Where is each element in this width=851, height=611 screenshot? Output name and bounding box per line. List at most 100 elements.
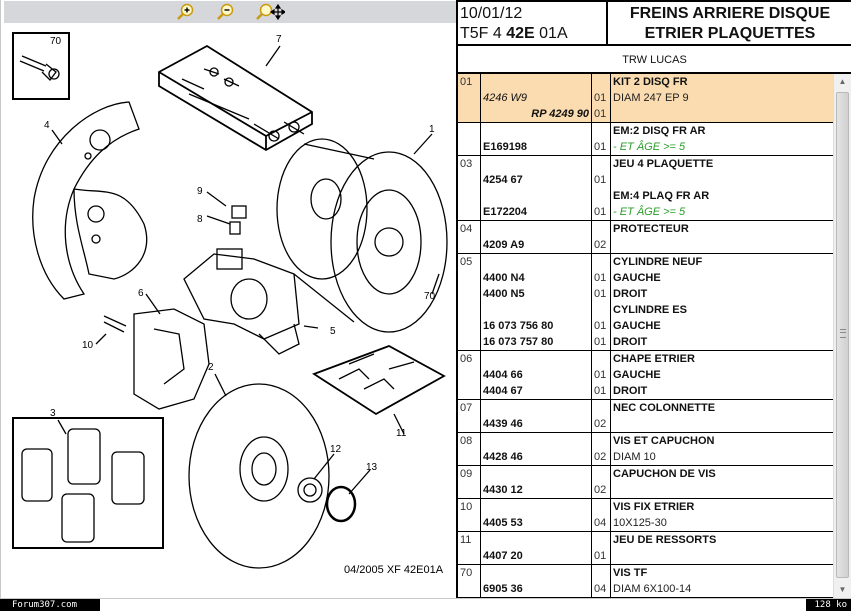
- part-number[interactable]: [483, 156, 589, 172]
- part-number[interactable]: [483, 74, 589, 90]
- part-number[interactable]: [483, 400, 589, 416]
- header-info: 10/01/12 T5F 4 42E 01A: [460, 4, 605, 44]
- part-number[interactable]: 16 073 756 80: [483, 320, 554, 332]
- brake-disc-2: [188, 383, 330, 569]
- part-description: 10X125-30: [613, 517, 667, 529]
- part-number[interactable]: [483, 499, 589, 515]
- quantity: [594, 123, 608, 139]
- part-number[interactable]: 4404 67: [483, 385, 523, 397]
- scroll-up-button[interactable]: ▲: [838, 77, 847, 86]
- quantity: [594, 156, 608, 172]
- part-number[interactable]: [483, 123, 589, 139]
- ref-suffix: 01A: [534, 25, 568, 42]
- quantity: [594, 433, 608, 449]
- callout-label: 70: [50, 36, 62, 47]
- quantity: [594, 188, 608, 204]
- part-number[interactable]: [483, 466, 589, 482]
- part-number[interactable]: 4400 N5: [483, 288, 525, 300]
- descriptions: JEU DE RESSORTS: [610, 531, 833, 565]
- part-number[interactable]: E169198: [483, 141, 528, 153]
- part-number[interactable]: [483, 254, 589, 270]
- quantity: 02: [594, 451, 607, 463]
- part-number[interactable]: [483, 188, 589, 204]
- quantity: 01: [594, 174, 607, 186]
- quantity: 01: [594, 320, 607, 332]
- quantity: 01: [594, 141, 607, 153]
- quantity: 01: [594, 108, 607, 120]
- quantities: 04: [591, 564, 611, 598]
- part-number[interactable]: [483, 532, 589, 548]
- part-number[interactable]: 4407 20: [483, 550, 523, 562]
- part-numbers: E169198: [480, 122, 592, 156]
- brake-pads-3-inset: [12, 417, 164, 549]
- part-number[interactable]: 4254 67: [483, 174, 523, 186]
- quantity: 01: [594, 369, 607, 381]
- page-title: FREINS ARRIERE DISQUE ETRIER PLAQUETTES: [610, 4, 850, 44]
- brand-label: TRW LUCAS: [456, 46, 851, 74]
- part-number[interactable]: [483, 433, 589, 449]
- part-numbers: 4254 67 E172204: [480, 155, 592, 221]
- part-number[interactable]: 4209 A9: [483, 239, 525, 251]
- file-size: 128 ko: [806, 599, 851, 611]
- part-number[interactable]: 4405 53: [483, 517, 523, 529]
- quantity: 02: [594, 484, 607, 496]
- part-numbers: 4209 A9: [480, 220, 592, 254]
- part-number[interactable]: 4439 46: [483, 418, 523, 430]
- viewer-toolbar: [4, 1, 456, 23]
- descriptions: EM:2 DISQ FR AR- ET ÂGE >= 5: [610, 122, 833, 156]
- part-number[interactable]: [483, 302, 589, 318]
- exploded-view-drawing[interactable]: 70 7 4 1 9 8 6 10 5 70 2 3 12 13 11 04/2…: [4, 24, 456, 596]
- quantity: [594, 302, 608, 318]
- quantity: 04: [594, 583, 607, 595]
- scrollbar-thumb[interactable]: [836, 92, 849, 578]
- part-description: [613, 482, 831, 498]
- part-number[interactable]: 4428 46: [483, 451, 523, 463]
- part-numbers: 4400 N4 4400 N5 16 073 756 80 16 073 757 80: [480, 253, 592, 351]
- vertical-scrollbar[interactable]: ▲ ▼: [833, 74, 851, 598]
- part-number[interactable]: RP 4249 90: [531, 108, 589, 120]
- part-number[interactable]: [483, 565, 589, 581]
- quantity: 01: [594, 550, 607, 562]
- zoom-pan-button[interactable]: [255, 2, 285, 22]
- part-number[interactable]: [483, 351, 589, 367]
- part-description: EM:2 DISQ FR AR: [613, 125, 706, 137]
- part-number[interactable]: 4430 12: [483, 484, 523, 496]
- part-number[interactable]: 16 073 757 80: [483, 336, 554, 348]
- zoom-in-button[interactable]: [175, 2, 197, 22]
- part-number[interactable]: 4404 66: [483, 369, 523, 381]
- site-watermark: Forum307.com: [0, 599, 100, 611]
- quantity: 01: [594, 272, 607, 284]
- part-number[interactable]: 6905 36: [483, 583, 523, 595]
- scroll-down-button[interactable]: ▼: [838, 585, 847, 594]
- title-line-2: ETRIER PLAQUETTES: [644, 25, 816, 42]
- part-number[interactable]: E172204: [483, 206, 528, 218]
- part-description: JEU DE RESSORTS: [613, 534, 717, 546]
- part-description: VIS ET CAPUCHON: [613, 435, 715, 447]
- callout-label: 4: [44, 120, 50, 131]
- part-number[interactable]: [483, 221, 589, 237]
- zoom-out-button[interactable]: [215, 2, 237, 22]
- item-number: 11: [458, 531, 481, 565]
- part-description: CHAPE ETRIER: [613, 353, 695, 365]
- dust-shield-4: [32, 101, 140, 300]
- part-number[interactable]: 4400 N4: [483, 272, 525, 284]
- quantities: 01: [591, 531, 611, 565]
- item-number: 01: [458, 74, 481, 123]
- part-number[interactable]: 4246 W9: [483, 92, 528, 104]
